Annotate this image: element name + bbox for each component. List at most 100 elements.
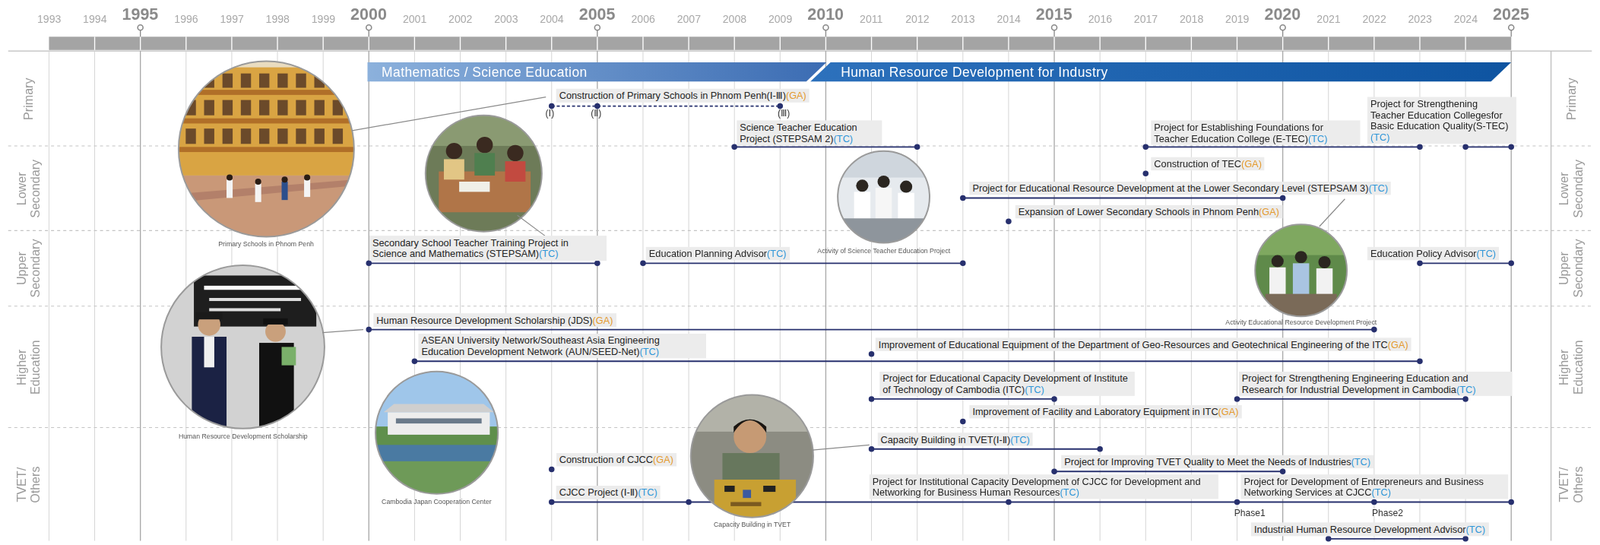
project-label: CJCC Project (Ⅰ-Ⅱ)(TC)	[556, 485, 661, 499]
bar-separator	[185, 36, 187, 50]
project-period	[643, 262, 964, 264]
phase-label: Phase1	[1234, 508, 1266, 519]
band-fill	[367, 62, 827, 83]
project-name: Project for Educational Capacity Develop…	[882, 372, 1128, 396]
project-period	[1236, 398, 1466, 400]
project-name: Project for Strengthening Teacher Educat…	[1370, 98, 1509, 132]
year-label: 2011	[859, 12, 883, 25]
project-name: Project for Educational Resource Develop…	[972, 182, 1369, 194]
photo-shape	[474, 152, 495, 176]
project-label: Construction of TEC(GA)	[1150, 157, 1265, 171]
aid-type: (TC)	[1456, 383, 1477, 396]
photo-shape	[855, 179, 869, 192]
project-label: Project for Educational Resource Develop…	[969, 181, 1391, 195]
photo-scholarship	[161, 265, 325, 429]
aid-type: (TC)	[1308, 133, 1328, 145]
photo-shape	[476, 136, 493, 153]
photo-shape	[281, 346, 297, 365]
photo-frame	[375, 371, 498, 495]
aid-type: (TC)	[1368, 182, 1388, 194]
leader-line	[322, 329, 364, 333]
year-label: 2017	[1134, 12, 1158, 25]
project-name: CJCC Project (Ⅰ-Ⅱ)	[559, 486, 639, 498]
bar-separator	[734, 36, 736, 50]
year-label: 2012	[905, 12, 929, 25]
bar-separator	[322, 36, 324, 50]
project-name: Project for Strengthening Engineering Ed…	[1241, 372, 1469, 396]
photo-shape	[259, 128, 270, 144]
year-label: 2024	[1454, 12, 1478, 25]
photo-shape	[313, 128, 324, 144]
period-dot	[1143, 170, 1150, 177]
project-label: Science Teacher Education Project (STEPS…	[736, 120, 882, 145]
photo-shape	[277, 73, 288, 89]
year-label: 2007	[677, 12, 701, 25]
aid-type: (TC)	[1024, 383, 1045, 396]
photo-frame	[161, 265, 325, 429]
photo-tvet	[690, 395, 814, 518]
photo-shape	[277, 128, 288, 144]
period-dot	[1280, 195, 1287, 202]
year-label: 2014	[996, 12, 1021, 25]
year-label: 2022	[1362, 12, 1386, 25]
photo-shape	[1295, 250, 1308, 263]
photo-shape	[506, 145, 523, 162]
photo-shape	[203, 285, 306, 290]
photo-shape	[1269, 267, 1286, 298]
period-dot	[960, 195, 967, 202]
period-dot	[731, 144, 738, 151]
period-dot	[548, 499, 555, 506]
year-label: 2001	[402, 12, 427, 25]
year-label: 1994	[82, 12, 107, 25]
project-period	[1054, 470, 1284, 473]
photo-shape	[313, 100, 324, 116]
period-dot	[868, 446, 875, 453]
row-label: Upper Secondary	[14, 236, 44, 300]
project-name: Project for Development of Entrepreneurs…	[1243, 475, 1483, 499]
phase-number: (Ⅱ)	[590, 107, 602, 118]
project-label: Improvement of Facility and Laboratory E…	[969, 405, 1242, 419]
period-dot	[1371, 499, 1378, 506]
year-gridline	[642, 50, 644, 541]
bar-separator	[1099, 36, 1100, 50]
period-dot	[1508, 144, 1515, 151]
photo-shape	[222, 100, 233, 116]
photo-shape	[877, 175, 891, 188]
project-name: Capacity Building in TVET(Ⅰ-Ⅱ)	[880, 434, 1011, 446]
photo-shape	[1254, 224, 1347, 255]
photo-shape	[240, 100, 251, 116]
bar-separator	[505, 36, 507, 50]
row-label: TVET/ Others	[14, 460, 44, 508]
year-label: 2010	[807, 5, 844, 24]
period-dot	[1416, 144, 1423, 151]
bar-separator	[368, 36, 370, 50]
aid-type: (GA)	[785, 89, 807, 102]
project-name: Human Resource Development Scholarship (…	[376, 313, 593, 326]
photo-shape	[459, 181, 490, 192]
project-period	[368, 262, 598, 264]
photo-shape	[178, 175, 355, 238]
year-bar	[48, 36, 1512, 50]
photo-shape	[1254, 224, 1347, 317]
period-dot	[868, 396, 875, 403]
period-dot	[640, 260, 647, 267]
period-dot	[594, 260, 601, 267]
period-dot	[411, 358, 419, 365]
year-label: 2009	[768, 12, 793, 25]
photo-shape	[387, 411, 490, 435]
year-gridline	[368, 50, 370, 541]
project-period	[551, 501, 1512, 504]
photo-shape	[1292, 262, 1309, 296]
photo-shape	[178, 61, 355, 238]
project-label: Project for Establishing Foundations for…	[1150, 120, 1360, 145]
photo-shape	[262, 318, 288, 325]
year-marker	[594, 25, 600, 31]
period-dot	[960, 260, 967, 267]
photo-shape	[196, 312, 223, 320]
leader-line	[351, 97, 546, 131]
period-dot	[548, 103, 555, 110]
photo-shape	[724, 485, 735, 492]
year-label: 1997	[219, 12, 244, 25]
photo-frame	[178, 61, 355, 238]
